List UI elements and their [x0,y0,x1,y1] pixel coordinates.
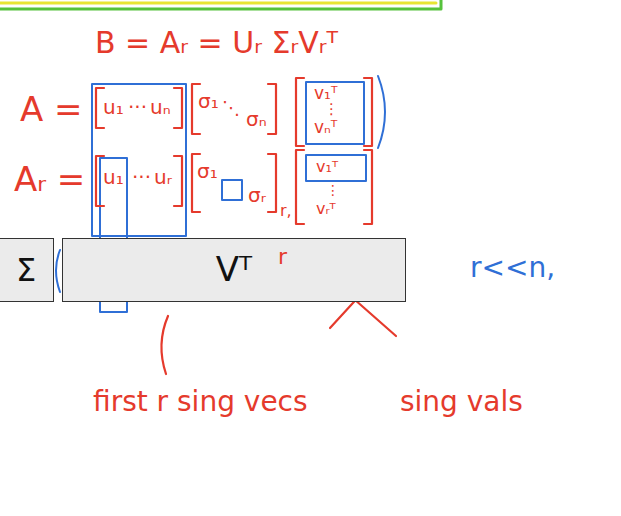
matrix-symbol: Σ [16,252,36,289]
matrix-bracket [364,78,372,146]
handwritten-note: σ₁ [197,160,218,183]
handwritten-note: first r sing vecs [93,386,308,418]
matrix-bracket [268,84,276,134]
v-matrix-outline [306,82,364,144]
handwritten-note: ⋮ [324,101,339,118]
handwritten-note: sing vals [400,386,523,418]
handwritten-note: σₙ [246,108,267,131]
handwritten-note: ··· [132,166,151,189]
handwritten-note: r [278,244,287,269]
matrix-bracket [96,88,104,128]
sigma-block-outline [222,180,242,200]
handwritten-note: uᵣ [154,166,172,189]
matrix-bracket [364,150,372,224]
matrix-symbol: Vᵀ [216,250,252,289]
matrix-bracket [296,150,304,224]
handwritten-note: r<<n, [470,252,555,284]
handwritten-note: σᵣ [248,184,266,207]
handwritten-note: σ₁ [198,90,219,113]
highlight-line [0,2,436,5]
leader-line [161,316,168,374]
matrix-box: Vᵀ [62,238,406,302]
handwritten-note: uₙ [150,96,171,119]
matrix-bracket [174,156,182,206]
matrix-box: Σ [0,238,54,302]
handwritten-note: vᵣᵀ [316,200,336,218]
handwritten-note: u₁ [103,96,124,119]
blue-paren [56,250,60,292]
matrix-bracket [96,156,104,206]
vr-row-outline [306,155,366,181]
handwritten-note: B = Aᵣ = Uᵣ ΣᵣVᵣᵀ [95,26,338,61]
blue-paren [378,76,385,148]
handwritten-note: vₙᵀ [314,118,337,138]
handwritten-note: r, [280,202,292,220]
highlight-line [0,0,441,9]
matrix-bracket [268,154,276,212]
handwritten-note: ··· [128,96,147,119]
matrix-bracket [296,78,304,146]
handwritten-note: Aᵣ = [14,160,85,199]
handwritten-note: ⋱ [222,98,240,119]
handwritten-note: v₁ᵀ [316,158,338,176]
matrix-bracket [174,88,182,128]
handwritten-note: A = [20,90,83,129]
u-matrix-outline [92,84,186,236]
handwritten-note: u₁ [103,166,124,189]
handwritten-note: ⋮ [326,182,340,198]
